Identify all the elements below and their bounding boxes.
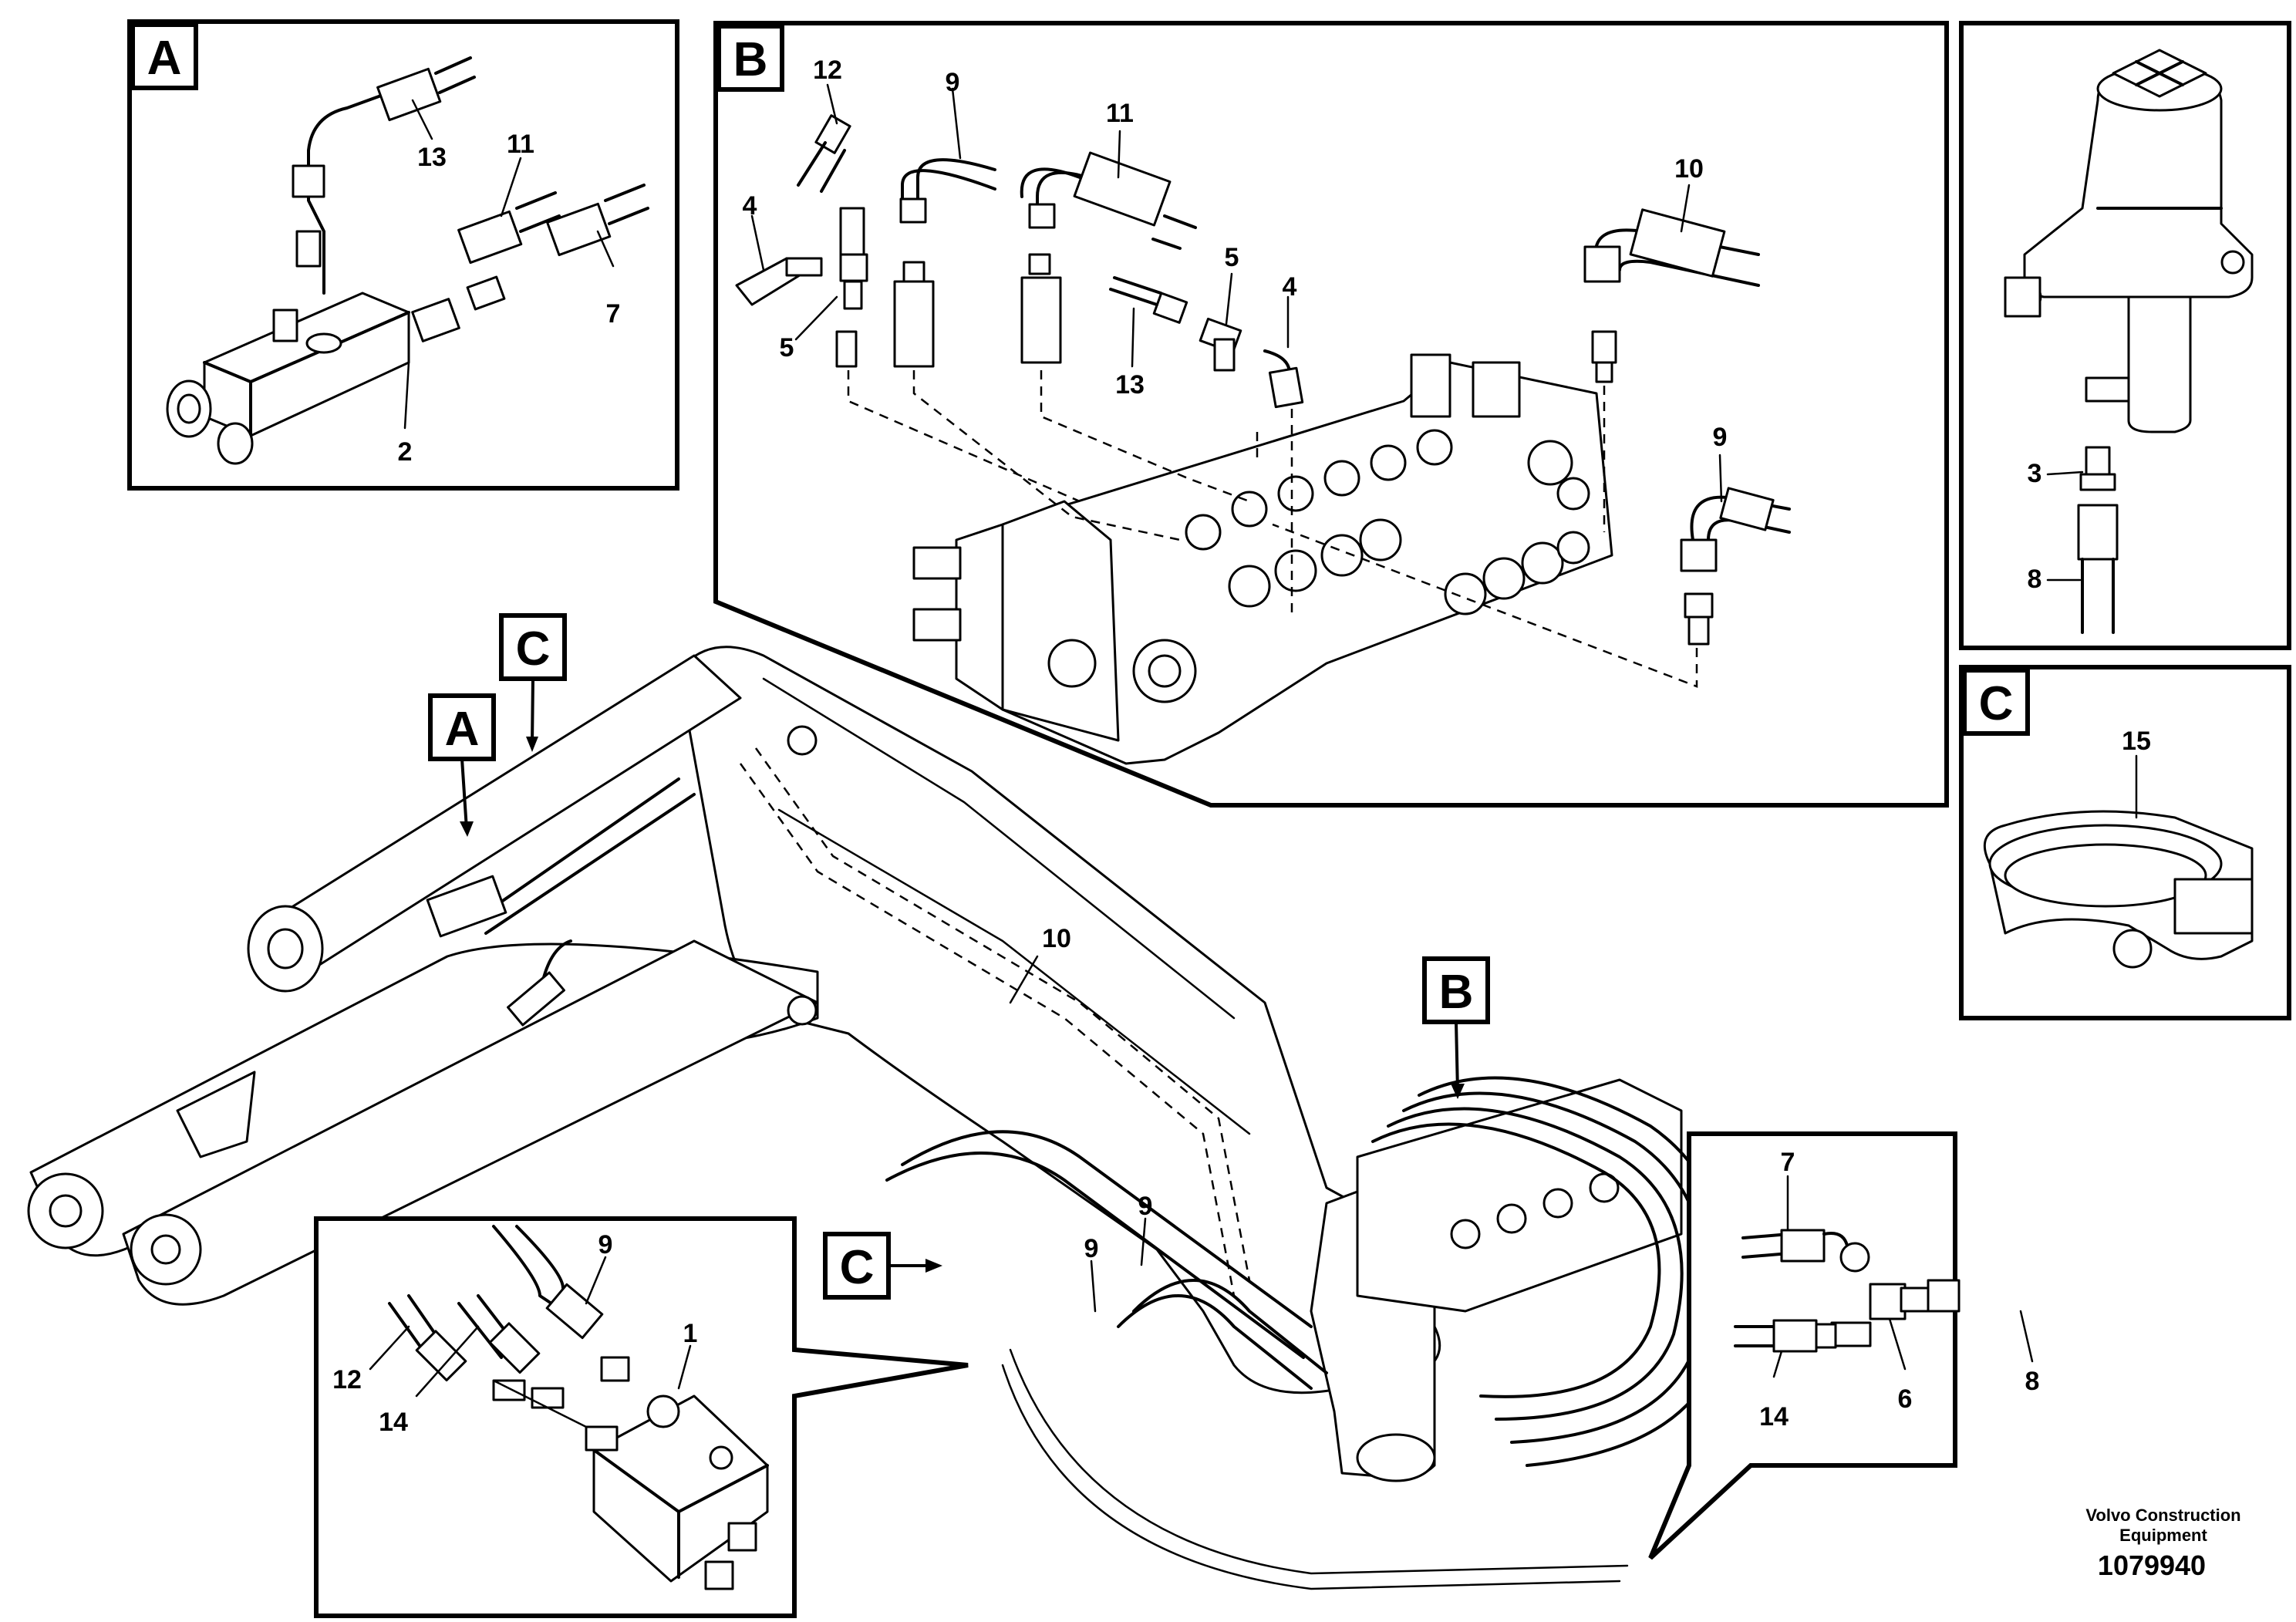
callout-br-7: 7 [1781, 1148, 1795, 1177]
control-valve-bank-drawing [912, 353, 1613, 765]
callout-c-8: 8 [2028, 565, 2042, 594]
callout-b-10: 10 [1674, 154, 1704, 184]
pointer-a-letter: A [445, 703, 480, 756]
callout-bl-9: 9 [598, 1230, 613, 1259]
callout-main-10: 10 [1042, 924, 1071, 953]
tee-fitting-drawing [1734, 1229, 1961, 1353]
callout-br-8: 8 [2025, 1367, 2040, 1396]
pointer-b: B [1422, 956, 1490, 1099]
callout-main-9a: 9 [1084, 1234, 1099, 1263]
callout-b-13: 13 [1115, 370, 1145, 400]
callout-bl-14: 14 [379, 1408, 408, 1437]
company-line1: Volvo Construction [2085, 1506, 2240, 1525]
callout-b-4: 4 [743, 191, 757, 221]
detail-b-letter-box [716, 24, 784, 92]
detail-a-letter: A [147, 32, 182, 85]
callout-b-12: 12 [813, 56, 842, 85]
detail-cap-panel: 3 8 [1959, 21, 2291, 650]
callout-br-14: 14 [1759, 1402, 1789, 1431]
callout-a-11: 11 [507, 130, 534, 159]
callout-b-5b: 5 [1225, 243, 1239, 272]
accumulator-drawing [2004, 49, 2254, 634]
callout-br-6: 6 [1898, 1384, 1913, 1414]
pilot-valve-drawing [585, 1394, 769, 1590]
callout-b-5: 5 [780, 333, 794, 363]
detail-bottom-left-panel: 9 1 12 14 [314, 1216, 969, 1618]
detail-c-letter-box [1962, 668, 2030, 736]
pointer-c-bottom: C [823, 1232, 942, 1300]
callout-bl-1: 1 [683, 1319, 698, 1348]
callout-main-9b: 9 [1138, 1192, 1153, 1221]
valve-block-drawing [166, 275, 506, 465]
fittings-drawing [735, 114, 1791, 646]
pointer-a: A [428, 693, 496, 837]
callout-b-9: 9 [946, 68, 960, 97]
callout-a-13: 13 [417, 143, 447, 172]
detail-bottom-right-panel: 7 14 6 8 [1648, 1131, 2040, 1560]
callout-b-9b: 9 [1713, 423, 1728, 452]
callout-b-11: 11 [1106, 99, 1134, 128]
boom-assembly-drawing [27, 646, 1729, 1590]
detail-c-panel: C 15 [1959, 665, 2291, 1020]
clamp-drawing [1983, 810, 2254, 969]
callout-c-3: 3 [2028, 459, 2042, 488]
callout-b-4b: 4 [1283, 272, 1297, 302]
detail-b-panel: B [713, 21, 1949, 808]
callout-a-2: 2 [398, 437, 413, 467]
pointer-b-letter: B [1439, 966, 1474, 1019]
detail-a-letter-box [130, 22, 198, 90]
detail-a-panel: A 13 11 7 [127, 19, 679, 491]
pointer-c-bottom-letter: C [840, 1241, 875, 1294]
company-line2: Equipment [2119, 1526, 2207, 1545]
callout-bl-12: 12 [332, 1365, 362, 1394]
drawing-number: 1079940 [2098, 1549, 2206, 1581]
detail-c-letter: C [1979, 677, 2014, 730]
callout-c-15: 15 [2122, 727, 2151, 756]
callout-a-7: 7 [606, 299, 621, 329]
dashed-connections [847, 370, 1698, 688]
detail-b-letter: B [733, 33, 768, 86]
pointer-c-top: C [499, 613, 567, 752]
pointer-c-top-letter: C [516, 622, 551, 676]
